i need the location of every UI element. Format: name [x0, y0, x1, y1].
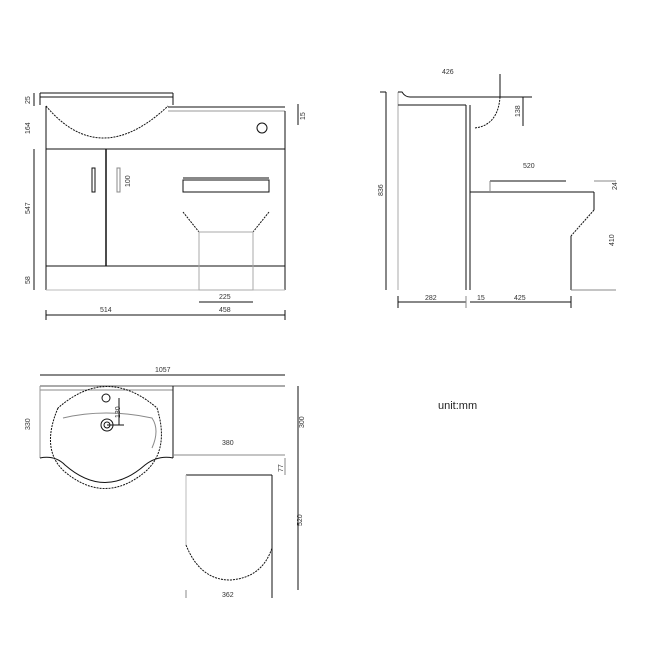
dim-top-lip: 25 — [25, 96, 32, 104]
dim-cabinet-depth: 300 — [299, 416, 306, 428]
dim-pan-width: 362 — [222, 592, 234, 599]
dim-flush-drop: 138 — [515, 105, 522, 117]
front-view — [33, 92, 299, 320]
dim-basin-depth: 330 — [25, 418, 32, 430]
side-dimension-labels: 426 138 836 520 24 410 282 15 425 — [378, 69, 619, 302]
dim-overall-width: 1057 — [155, 367, 171, 374]
side-view — [380, 74, 616, 308]
dim-pan-top-width: 380 — [222, 440, 234, 447]
dim-tap-offset: 130 — [115, 406, 122, 418]
dim-pan-length: 520 — [297, 514, 304, 526]
dim-pan-depth: 425 — [514, 295, 526, 302]
dim-cabinet-width: 514 — [100, 307, 112, 314]
dim-cabinet-depth: 282 — [425, 295, 437, 302]
dim-overall-height: 836 — [378, 184, 385, 196]
dim-cistern-depth: 426 — [442, 69, 454, 76]
dim-pan-height: 410 — [609, 234, 616, 246]
front-dimension-labels: 25 164 15 547 58 100 225 514 458 — [25, 96, 307, 314]
dim-seat-offset: 77 — [278, 464, 285, 472]
dim-right-top: 15 — [300, 112, 307, 120]
dim-door-height: 547 — [25, 202, 32, 214]
plan-dimension-labels: 1057 330 130 300 380 77 520 362 — [25, 367, 306, 599]
unit-label: unit:mm — [438, 400, 478, 412]
plan-view — [39, 374, 299, 598]
dim-gap: 15 — [477, 295, 485, 302]
dim-handle: 100 — [125, 175, 132, 187]
dim-seat-depth: 520 — [523, 163, 535, 170]
dim-right-width: 458 — [219, 307, 231, 314]
dim-pan-width: 225 — [219, 294, 231, 301]
dim-seat-rise: 24 — [612, 182, 619, 190]
dim-plinth: 58 — [25, 276, 32, 284]
dim-basin-height: 164 — [25, 122, 32, 134]
